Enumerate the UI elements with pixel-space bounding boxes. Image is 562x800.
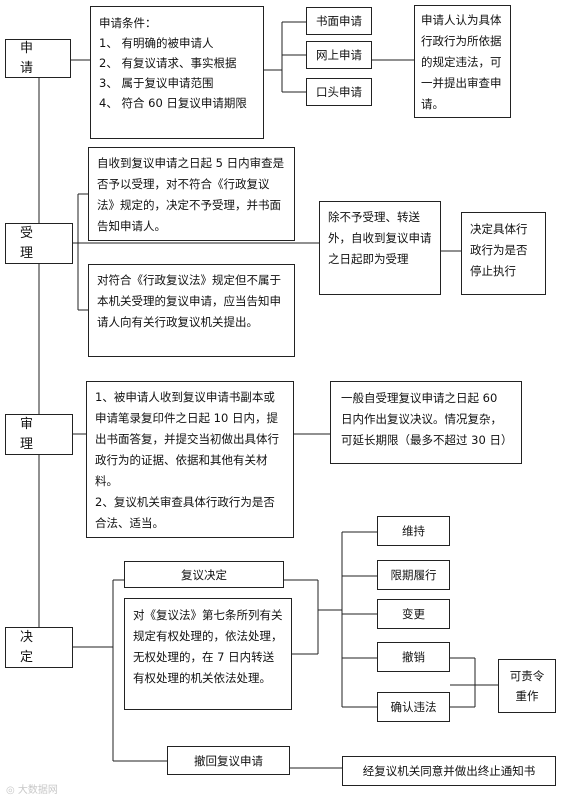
decide-transfer-box: 对《复议法》第七条所列有关规定有权处理的，依法处理，无权处理的，在 7 日内转送… (124, 598, 292, 710)
decision-box: 复议决定 (124, 561, 284, 588)
outcome-modify: 变更 (377, 599, 450, 629)
review-steps-box: 1、被申请人收到复议申请书副本或申请笔录复印件之日起 10 日内，提出书面答复，… (86, 381, 294, 538)
watermark: ◎ 大数据网 (6, 781, 58, 796)
accept-deemed-text: 除不予受理、转送外，自收到复议申请之日起即为受理 (328, 210, 432, 266)
withdraw-result-box: 经复议机关同意并做出终止通知书 (342, 756, 556, 786)
stage-review-label: 审 理 (20, 416, 52, 452)
accept-deemed-box: 除不予受理、转送外，自收到复议申请之日起即为受理 (319, 201, 441, 295)
outcome-perform: 限期履行 (377, 560, 450, 590)
withdraw-box: 撤回复议申请 (167, 746, 290, 775)
outcome-revoke: 撤销 (377, 642, 450, 672)
method-written-label: 书面申请 (316, 14, 362, 28)
outcome-confirm-illegal: 确认违法 (377, 692, 450, 722)
outcome-perform-label: 限期履行 (390, 568, 437, 582)
withdraw-result-text: 经复议机关同意并做出终止通知书 (362, 764, 536, 778)
accept-suspend-box: 决定具体行政行为是否停止执行 (461, 212, 546, 295)
accept-suspend-text: 决定具体行政行为是否停止执行 (470, 222, 528, 278)
decision-label: 复议决定 (181, 567, 227, 582)
remedy-text: 可责令重作 (509, 669, 545, 703)
method-oral: 口头申请 (306, 78, 372, 106)
outcome-maintain: 维持 (377, 516, 450, 546)
accept-other-organ-box: 对符合《行政复议法》规定但不属于本机关受理的复议申请，应当告知申请人向有关行政复… (88, 264, 295, 357)
accept-other-organ-text: 对符合《行政复议法》规定但不属于本机关受理的复议申请，应当告知申请人向有关行政复… (97, 273, 281, 329)
apply-condition-2: 2、 有复议请求、事实根据 (99, 56, 237, 70)
apply-condition-4: 4、 符合 60 日复议申请期限 (99, 96, 247, 110)
stage-apply: 申 请 (5, 39, 71, 78)
stage-decide-label: 决 定 (20, 629, 52, 665)
watermark-icon: ◎ (6, 785, 18, 796)
stage-decide: 决 定 (5, 627, 73, 668)
outcome-maintain-label: 维持 (402, 524, 425, 538)
accept-examine-box: 自收到复议申请之日起 5 日内审查是否予以受理，对不符合《行政复议法》规定的，决… (88, 147, 295, 241)
apply-condition-1: 1、 有明确的被申请人 (99, 36, 214, 50)
outcome-confirm-illegal-label: 确认违法 (390, 700, 437, 714)
method-online: 网上申请 (306, 41, 372, 69)
review-step-2: 2、复议机关审查具体行政行为是否合法、适当。 (95, 495, 275, 530)
accept-examine-text: 自收到复议申请之日起 5 日内审查是否予以受理，对不符合《行政复议法》规定的，决… (97, 156, 285, 233)
apply-condition-3: 3、 属于复议申请范围 (99, 76, 214, 90)
outcome-modify-label: 变更 (402, 607, 425, 621)
watermark-text: 大数据网 (17, 785, 58, 796)
stage-review: 审 理 (5, 414, 73, 455)
stage-accept-label: 受 理 (20, 225, 52, 261)
apply-note-text: 申请人认为具体行政行为所依据的规定违法，可一并提出审查申请。 (421, 13, 502, 111)
review-step-1: 1、被申请人收到复议申请书副本或申请笔录复印件之日起 10 日内，提出书面答复，… (95, 390, 279, 488)
method-oral-label: 口头申请 (316, 85, 362, 99)
stage-apply-label: 申 请 (20, 40, 52, 76)
review-deadline-text: 一般自受理复议申请之日起 60 日内作出复议决议。情况复杂，可延长期限（最多不超… (341, 391, 513, 447)
apply-conditions-title: 申请条件： (99, 16, 157, 30)
outcome-revoke-label: 撤销 (402, 650, 425, 664)
withdraw-label: 撤回复议申请 (194, 753, 263, 768)
stage-accept: 受 理 (5, 223, 73, 264)
method-online-label: 网上申请 (316, 48, 362, 62)
method-written: 书面申请 (306, 7, 372, 35)
review-deadline-box: 一般自受理复议申请之日起 60 日内作出复议决议。情况复杂，可延长期限（最多不超… (330, 381, 522, 464)
remedy-box: 可责令重作 (498, 659, 556, 713)
apply-note-box: 申请人认为具体行政行为所依据的规定违法，可一并提出审查申请。 (414, 5, 511, 118)
apply-conditions-box: 申请条件： 1、 有明确的被申请人 2、 有复议请求、事实根据 3、 属于复议申… (90, 6, 264, 139)
decide-transfer-text: 对《复议法》第七条所列有关规定有权处理的，依法处理，无权处理的，在 7 日内转送… (133, 608, 283, 685)
